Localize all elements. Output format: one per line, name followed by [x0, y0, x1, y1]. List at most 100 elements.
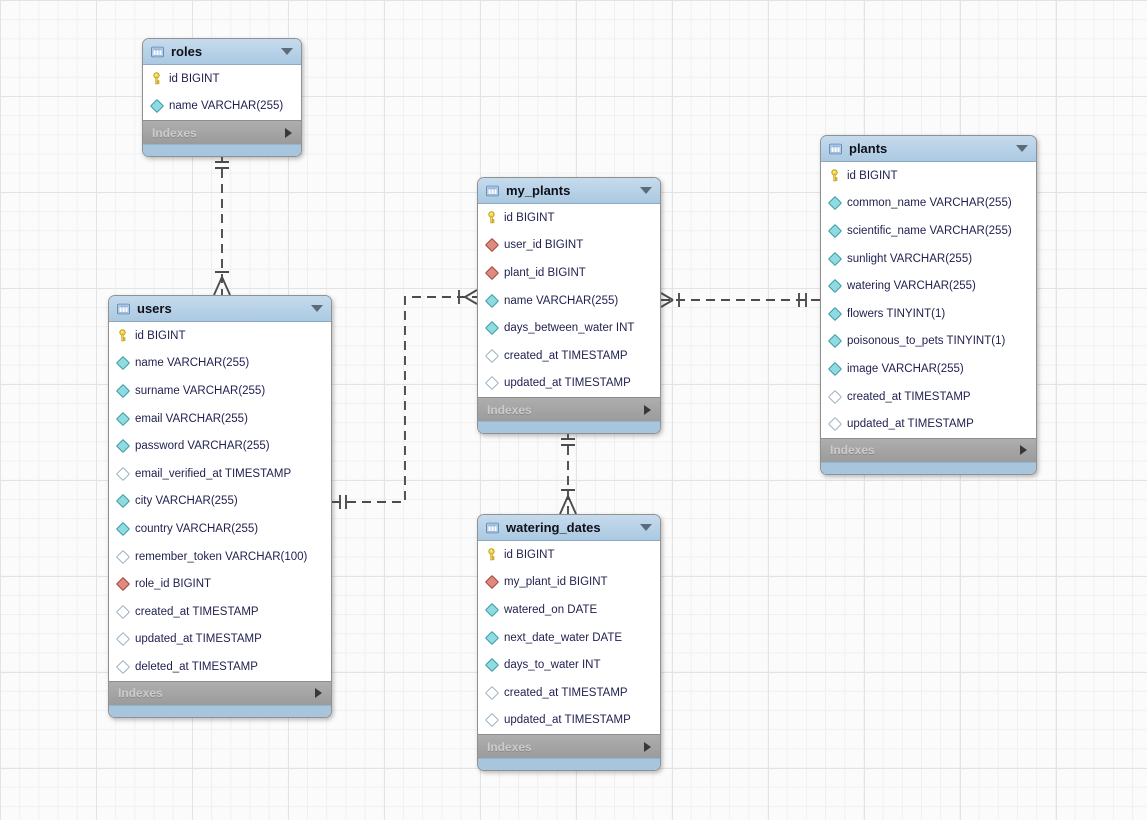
- column-row: email VARCHAR(255): [109, 405, 331, 433]
- indexes-footer[interactable]: Indexes: [143, 120, 301, 145]
- column-row: city VARCHAR(255): [109, 488, 331, 516]
- column-row: id BIGINT: [143, 65, 301, 93]
- column-row: name VARCHAR(255): [478, 287, 660, 315]
- column-diamond-open-icon: [484, 376, 499, 391]
- column-label: id BIGINT: [504, 548, 555, 561]
- table-figure-roles[interactable]: roles id BIGINT name VARCHAR(255) Indexe…: [142, 38, 302, 158]
- table-icon: [486, 522, 499, 533]
- table-figure-plants[interactable]: plants id BIGINT common_name VARCHAR(255…: [820, 135, 1037, 475]
- collapse-triangle-icon[interactable]: [281, 48, 293, 55]
- column-diamond-open-icon: [484, 348, 499, 363]
- column-label: my_plant_id BIGINT: [504, 576, 608, 589]
- column-label: image VARCHAR(255): [847, 362, 964, 375]
- column-row: days_between_water INT: [478, 314, 660, 342]
- collapse-triangle-icon[interactable]: [640, 187, 652, 194]
- column-label: deleted_at TIMESTAMP: [135, 660, 258, 673]
- relationship-roles-users[interactable]: [213, 154, 231, 296]
- collapse-triangle-icon[interactable]: [311, 305, 323, 312]
- column-row: watering VARCHAR(255): [821, 272, 1036, 300]
- column-label: id BIGINT: [169, 72, 220, 85]
- column-diamond-icon: [827, 251, 842, 266]
- column-diamond-icon: [827, 334, 842, 349]
- crow-foot-marker: [660, 292, 680, 308]
- table-title: users: [137, 301, 172, 316]
- column-diamond-open-icon: [827, 417, 842, 432]
- column-label: plant_id BIGINT: [504, 266, 586, 279]
- table-figure-users[interactable]: users id BIGINT name VARCHAR(255) surnam…: [108, 295, 332, 718]
- table-bottom-strip: [109, 704, 331, 717]
- column-diamond-icon: [115, 494, 130, 509]
- foreign-key-diamond-icon: [115, 577, 130, 592]
- relationship-users-my_plants[interactable]: [332, 289, 478, 509]
- column-row: id BIGINT: [478, 204, 660, 232]
- column-diamond-open-icon: [115, 659, 130, 674]
- expand-arrow-icon[interactable]: [644, 404, 651, 415]
- table-header-roles[interactable]: roles: [143, 39, 301, 65]
- indexes-label: Indexes: [118, 686, 163, 701]
- column-diamond-icon: [827, 306, 842, 321]
- indexes-label: Indexes: [830, 443, 875, 458]
- column-diamond-icon: [827, 223, 842, 239]
- expand-arrow-icon[interactable]: [644, 741, 651, 752]
- column-row: id BIGINT: [109, 322, 331, 350]
- column-diamond-open-icon: [484, 713, 499, 728]
- table-bottom-strip: [143, 144, 301, 157]
- collapse-triangle-icon[interactable]: [640, 524, 652, 531]
- table-header-plants[interactable]: plants: [821, 136, 1036, 162]
- column-row: updated_at TIMESTAMP: [478, 370, 660, 398]
- indexes-footer[interactable]: Indexes: [821, 437, 1036, 462]
- indexes-footer[interactable]: Indexes: [478, 397, 660, 422]
- foreign-key-diamond-icon: [484, 238, 499, 253]
- column-row: image VARCHAR(255): [821, 355, 1036, 383]
- column-row: id BIGINT: [821, 162, 1036, 190]
- relationship-my_plants-watering_dates[interactable]: [559, 431, 577, 515]
- column-label: flowers TINYINT(1): [847, 307, 946, 320]
- column-label: sunlight VARCHAR(255): [847, 252, 973, 265]
- column-diamond-icon: [115, 356, 130, 371]
- primary-key-icon: [485, 211, 498, 225]
- table-header-watering_dates[interactable]: watering_dates: [478, 515, 660, 541]
- column-row: created_at TIMESTAMP: [821, 383, 1036, 411]
- table-figure-my_plants[interactable]: my_plants id BIGINT user_id BIGINT plant…: [477, 177, 661, 435]
- indexes-footer[interactable]: Indexes: [109, 680, 331, 705]
- column-row: role_id BIGINT: [109, 570, 331, 598]
- table-icon: [117, 303, 130, 314]
- crow-foot-marker: [458, 289, 478, 305]
- expand-arrow-icon[interactable]: [315, 688, 322, 699]
- column-row: sunlight VARCHAR(255): [821, 245, 1036, 273]
- primary-key-icon: [828, 169, 841, 183]
- table-figure-watering_dates[interactable]: watering_dates id BIGINT my_plant_id BIG…: [477, 514, 661, 772]
- column-row: created_at TIMESTAMP: [478, 342, 660, 370]
- column-diamond-icon: [149, 99, 164, 114]
- table-title: plants: [849, 141, 888, 156]
- expand-arrow-icon[interactable]: [285, 127, 292, 138]
- column-label: surname VARCHAR(255): [135, 384, 266, 397]
- column-label: password VARCHAR(255): [135, 440, 270, 453]
- column-label: poisonous_to_pets TINYINT(1): [847, 335, 1006, 348]
- table-header-users[interactable]: users: [109, 296, 331, 322]
- column-row: country VARCHAR(255): [109, 515, 331, 543]
- column-label: next_date_water DATE: [504, 631, 623, 644]
- column-label: id BIGINT: [135, 329, 186, 342]
- indexes-footer[interactable]: Indexes: [478, 734, 660, 759]
- table-header-my_plants[interactable]: my_plants: [478, 178, 660, 204]
- relationship-plants-my_plants[interactable]: [660, 292, 820, 308]
- column-row: updated_at TIMESTAMP: [109, 626, 331, 654]
- foreign-key-diamond-icon: [484, 575, 499, 590]
- column-label: created_at TIMESTAMP: [847, 390, 971, 403]
- column-diamond-icon: [115, 439, 130, 454]
- column-diamond-icon: [827, 196, 842, 211]
- column-label: id BIGINT: [504, 211, 555, 224]
- collapse-triangle-icon[interactable]: [1016, 145, 1028, 152]
- column-label: scientific_name VARCHAR(255): [847, 224, 1012, 237]
- column-diamond-open-icon: [115, 549, 130, 564]
- column-diamond-open-icon: [115, 466, 130, 481]
- column-label: watering VARCHAR(255): [847, 280, 976, 293]
- indexes-label: Indexes: [152, 125, 197, 140]
- column-label: user_id BIGINT: [504, 239, 584, 252]
- column-label: days_to_water INT: [504, 659, 601, 672]
- expand-arrow-icon[interactable]: [1020, 445, 1027, 456]
- primary-key-icon: [150, 72, 163, 86]
- foreign-key-diamond-icon: [484, 265, 499, 281]
